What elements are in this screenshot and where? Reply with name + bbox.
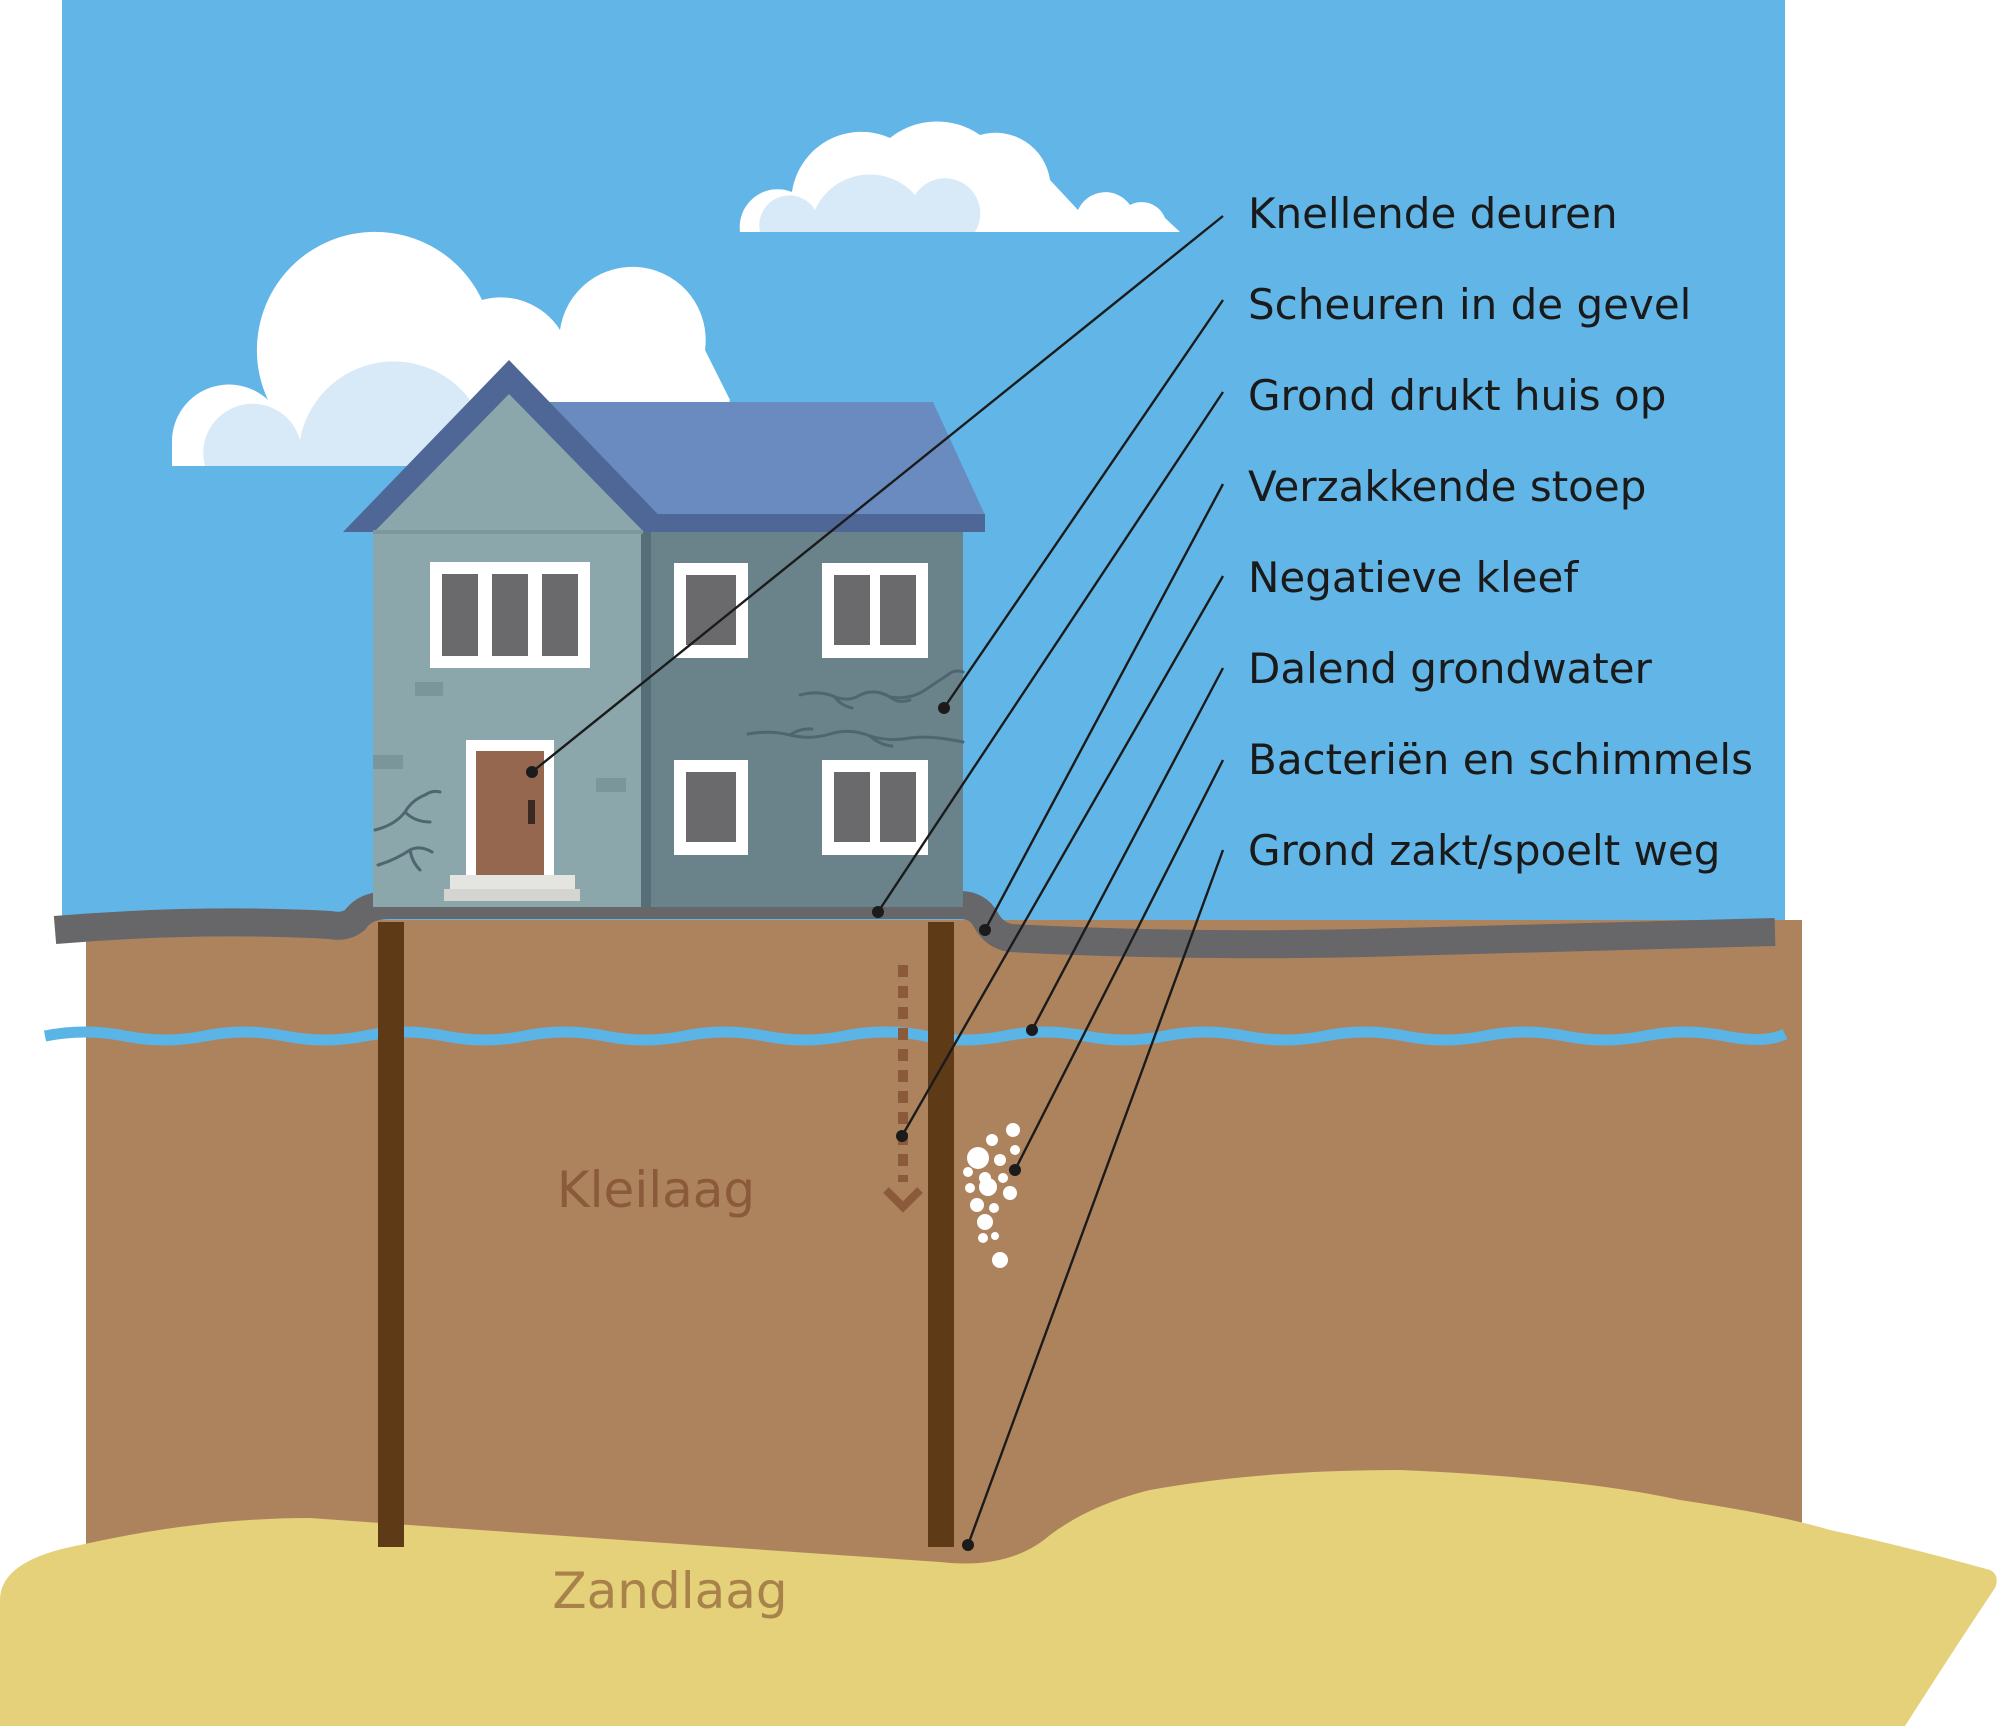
window-icon [430, 562, 590, 668]
callout-bacterien-schimmels: Bacteriën en schimmels [1248, 735, 1753, 784]
leader-knellende-deuren [531, 215, 1224, 773]
leader-lines [526, 215, 1225, 1551]
callout-grond-zakt-weg: Grond zakt/spoelt weg [1248, 826, 1720, 875]
anchor-negatieve-kleef [896, 1130, 908, 1142]
leader-grond-zakt-weg [966, 849, 1225, 1546]
callout-labels: Knellende deuren Scheuren in de gevel Gr… [1248, 189, 1753, 875]
callout-grond-drukt-huis-op: Grond drukt huis op [1248, 371, 1666, 420]
anchor-knellende-deuren [526, 766, 538, 778]
sand-layer [0, 1470, 1997, 1726]
house-icon [343, 360, 985, 907]
callout-knellende-deuren: Knellende deuren [1248, 189, 1618, 238]
anchor-dalend-grondwater [1026, 1024, 1038, 1036]
groundwater-line [43, 1026, 1788, 1046]
sand-layer-label: Zandlaag [552, 1562, 787, 1620]
leader-scheuren-gevel [943, 299, 1224, 709]
callout-verzakkende-stoep: Verzakkende stoep [1248, 462, 1646, 511]
window-icon [822, 760, 928, 855]
anchor-bacterien-schimmels [1009, 1164, 1021, 1176]
cloud-icon [739, 121, 1180, 232]
pile-icon [928, 922, 954, 1547]
leader-dalend-grondwater [1030, 667, 1225, 1031]
window-icon [674, 563, 748, 658]
anchor-grond-drukt-huis-op [872, 906, 884, 918]
door-icon [466, 740, 554, 875]
crack-icon [373, 669, 965, 872]
anchor-verzakkende-stoep [979, 924, 991, 936]
callout-scheuren-gevel: Scheuren in de gevel [1248, 280, 1691, 329]
down-arrow-icon [883, 965, 923, 1213]
anchor-grond-zakt-weg [962, 1539, 974, 1551]
window-icon [674, 760, 748, 855]
bubble-icon [963, 1123, 1020, 1268]
anchor-scheuren-gevel [938, 702, 950, 714]
leader-verzakkende-stoep [983, 483, 1225, 931]
callout-negatieve-kleef: Negatieve kleef [1248, 553, 1579, 602]
leader-bacterien-schimmels [1013, 759, 1225, 1171]
window-icon [822, 563, 928, 658]
leader-grond-drukt-huis-op [877, 391, 1224, 913]
clay-layer-label: Kleilaag [557, 1161, 755, 1219]
pile-icon [378, 922, 404, 1547]
callout-dalend-grondwater: Dalend grondwater [1248, 644, 1653, 693]
leader-negatieve-kleef [900, 575, 1225, 1137]
